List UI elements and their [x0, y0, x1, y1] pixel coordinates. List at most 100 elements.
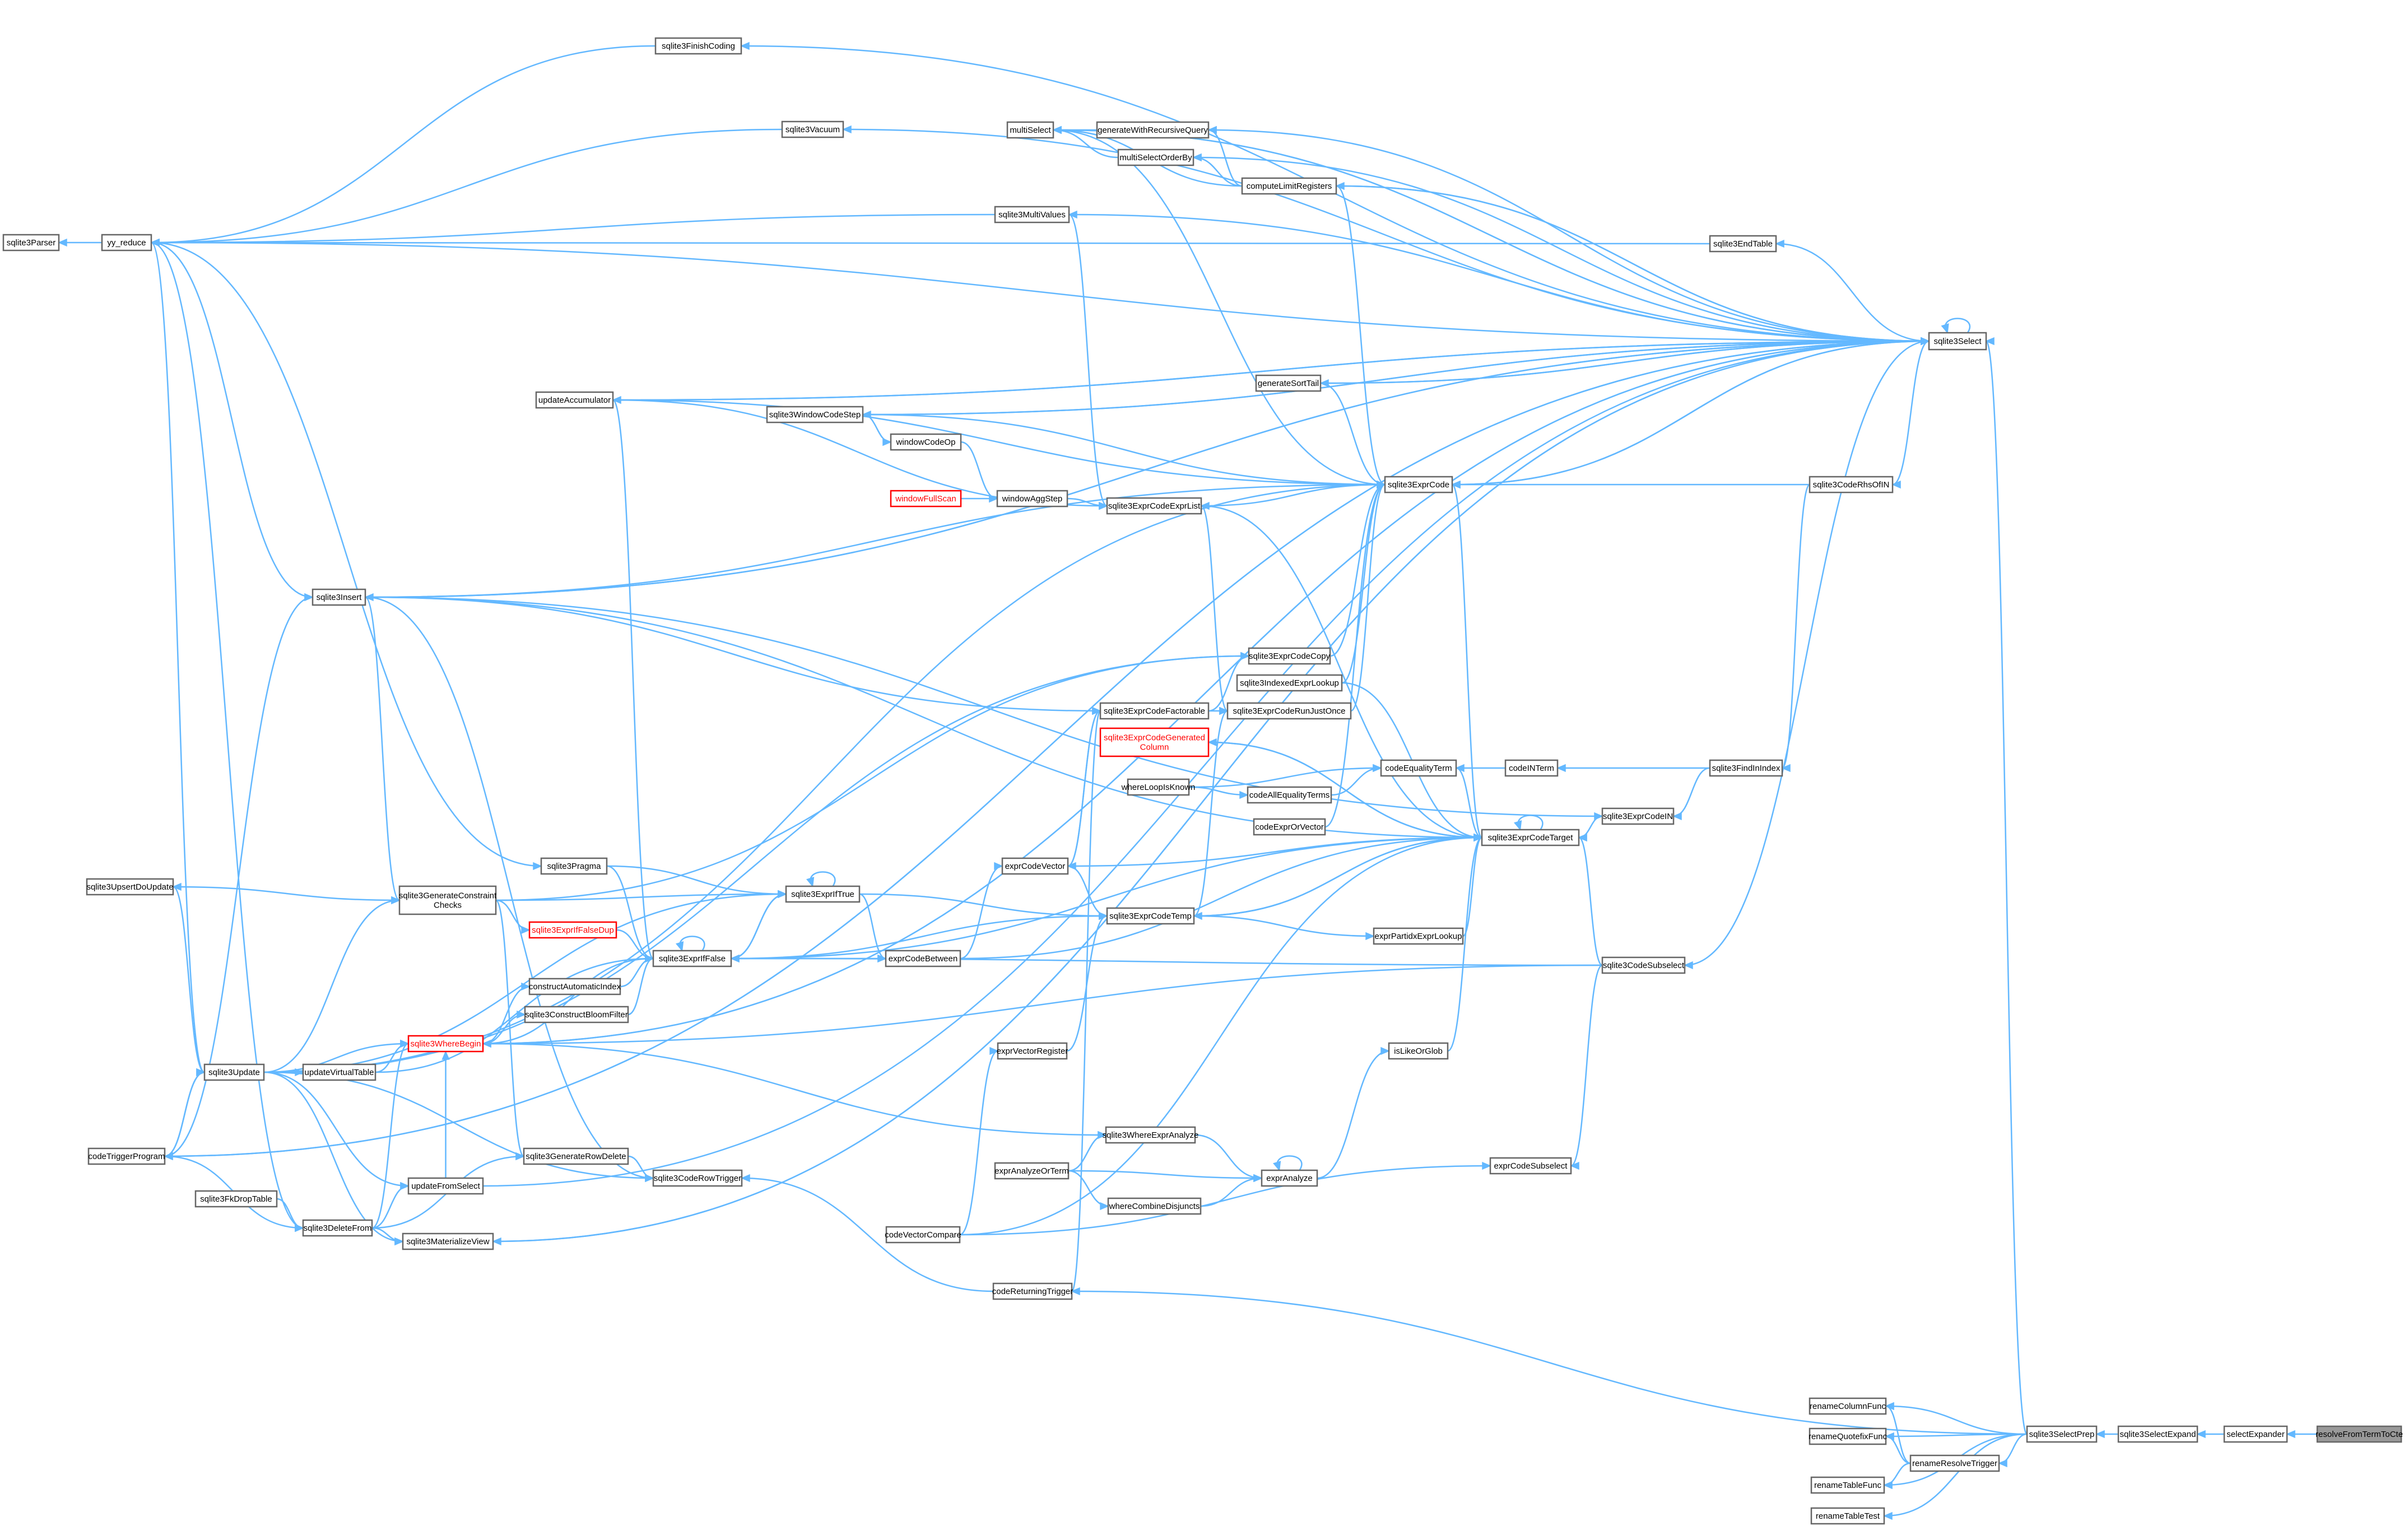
node-sqlite3Vacuum[interactable]: sqlite3Vacuum: [781, 120, 844, 138]
edge-sqlite3ExprIfTrue-to-sqlite3ExprIfTrue: [810, 871, 836, 887]
node-exprAnalyzeOrTerm[interactable]: exprAnalyzeOrTerm: [994, 1162, 1070, 1180]
node-multiSelect[interactable]: multiSelect: [1006, 121, 1054, 139]
node-sqlite3CodeSubselect[interactable]: sqlite3CodeSubselect: [1601, 956, 1686, 974]
arrowhead: [533, 862, 542, 871]
node-sqlite3ExprCodeFactorable[interactable]: sqlite3ExprCodeFactorable: [1099, 702, 1210, 720]
edge-renameResolveTrigger-to-sqlite3SelectPrep: [1998, 1433, 2028, 1464]
node-windowFullScan[interactable]: windowFullScan: [890, 490, 962, 508]
node-box: [203, 1063, 265, 1081]
node-sqlite3ConstructBloomFilter[interactable]: sqlite3ConstructBloomFilter: [524, 1006, 629, 1023]
node-yy_reduce[interactable]: yy_reduce: [101, 234, 152, 252]
node-label: sqlite3GenerateRowDelete: [526, 1152, 626, 1161]
arrowhead: [1071, 1287, 1080, 1296]
node-codeVectorCompare[interactable]: codeVectorCompare: [885, 1226, 961, 1244]
node-updateVirtualTable[interactable]: updateVirtualTable: [302, 1063, 376, 1081]
node-box: [994, 206, 1070, 224]
node-codeReturningTrigger[interactable]: codeReturningTrigger: [992, 1282, 1073, 1300]
node-sqlite3CodeRowTrigger[interactable]: sqlite3CodeRowTrigger: [652, 1169, 743, 1187]
arrowhead: [1239, 790, 1249, 799]
node-updateFromSelect[interactable]: updateFromSelect: [407, 1177, 484, 1195]
node-isLikeOrGlob[interactable]: isLikeOrGlob: [1388, 1042, 1449, 1060]
edge-whereCombineDisjuncts-to-exprAnalyzeOrTerm: [1068, 1170, 1109, 1207]
node-sqlite3WhereExprAnalyze[interactable]: sqlite3WhereExprAnalyze: [1103, 1126, 1199, 1144]
arrowhead: [400, 1039, 410, 1048]
node-renameTableTest[interactable]: renameTableTest: [1810, 1507, 1885, 1525]
node-sqlite3ExprCodeTarget[interactable]: sqlite3ExprCodeTarget: [1481, 829, 1580, 846]
node-sqlite3UpsertDoUpdate[interactable]: sqlite3UpsertDoUpdate: [86, 878, 174, 896]
node-sqlite3ExprIfTrue[interactable]: sqlite3ExprIfTrue: [785, 885, 861, 903]
node-sqlite3MultiValues[interactable]: sqlite3MultiValues: [994, 206, 1070, 224]
node-sqlite3WhereBegin[interactable]: sqlite3WhereBegin: [407, 1035, 484, 1053]
node-exprVectorRegister[interactable]: exprVectorRegister: [997, 1042, 1068, 1060]
node-windowCodeOp[interactable]: windowCodeOp: [890, 433, 962, 451]
node-sqlite3Pragma[interactable]: sqlite3Pragma: [540, 857, 608, 875]
node-label: multiSelectOrderBy: [1119, 153, 1192, 162]
node-exprCodeBetween[interactable]: exprCodeBetween: [885, 950, 961, 967]
node-codeAllEqualityTerms[interactable]: codeAllEqualityTerms: [1247, 786, 1332, 804]
node-generateWithRecursiveQuery[interactable]: generateWithRecursiveQuery: [1096, 121, 1210, 139]
node-windowAggStep[interactable]: windowAggStep: [996, 490, 1068, 508]
node-label: selectExpander: [2226, 1430, 2284, 1439]
node-multiSelectOrderBy[interactable]: multiSelectOrderBy: [1117, 148, 1194, 166]
node-sqlite3WindowCodeStep[interactable]: sqlite3WindowCodeStep: [766, 406, 864, 424]
node-codeINTerm[interactable]: codeINTerm: [1504, 759, 1559, 777]
node-whereCombineDisjuncts[interactable]: whereCombineDisjuncts: [1107, 1197, 1202, 1215]
node-box: [1117, 148, 1194, 166]
node-resolveFromTermToCte[interactable]: resolveFromTermToCte: [2316, 1425, 2403, 1443]
node-sqlite3ExprCodeExprList[interactable]: sqlite3ExprCodeExprList: [1106, 497, 1202, 515]
node-exprPartidxExprLookup[interactable]: exprPartidxExprLookup: [1373, 927, 1464, 945]
node-codeEqualityTerm[interactable]: codeEqualityTerm: [1380, 759, 1457, 777]
node-sqlite3CodeRhsOfIN[interactable]: sqlite3CodeRhsOfIN: [1809, 476, 1894, 494]
node-sqlite3Select[interactable]: sqlite3Select: [1928, 332, 1987, 351]
node-sqlite3ExprCodeCopy[interactable]: sqlite3ExprCodeCopy: [1248, 647, 1331, 665]
node-selectExpander[interactable]: selectExpander: [2223, 1425, 2288, 1443]
node-sqlite3Update[interactable]: sqlite3Update: [203, 1063, 265, 1081]
arrowhead: [1092, 706, 1101, 715]
node-sqlite3FinishCoding[interactable]: sqlite3FinishCoding: [654, 37, 742, 55]
node-sqlite3MaterializeView[interactable]: sqlite3MaterializeView: [402, 1232, 494, 1250]
node-codeTriggerProgram[interactable]: codeTriggerProgram: [87, 1147, 166, 1165]
node-sqlite3SelectPrep[interactable]: sqlite3SelectPrep: [2026, 1425, 2098, 1443]
node-constructAutomaticIndex[interactable]: constructAutomaticIndex: [528, 978, 621, 995]
node-sqlite3SelectExpand[interactable]: sqlite3SelectExpand: [2117, 1425, 2198, 1443]
node-whereLoopIsKnown[interactable]: whereLoopIsKnown: [1121, 778, 1196, 796]
node-computeLimitRegisters[interactable]: computeLimitRegisters: [1241, 177, 1337, 195]
node-codeExprOrVector[interactable]: codeExprOrVector: [1253, 818, 1326, 836]
node-label: exprCodeBetween: [889, 954, 957, 964]
node-sqlite3Insert[interactable]: sqlite3Insert: [312, 588, 366, 606]
node-box: [1709, 759, 1783, 777]
node-sqlite3ExprCode[interactable]: sqlite3ExprCode: [1384, 476, 1453, 494]
edge-sqlite3ExprCodeTarget-to-codeEqualityTerm: [1456, 767, 1482, 839]
node-box: [524, 1006, 629, 1023]
node-renameQuotefixFunc[interactable]: renameQuotefixFunc: [1809, 1427, 1888, 1445]
node-sqlite3ExprCodeTemp[interactable]: sqlite3ExprCodeTemp: [1106, 907, 1195, 925]
node-sqlite3ExprCodeIN[interactable]: sqlite3ExprCodeIN: [1601, 807, 1675, 825]
node-sqlite3FindInIndex[interactable]: sqlite3FindInIndex: [1709, 759, 1783, 777]
node-renameColumnFunc[interactable]: renameColumnFunc: [1809, 1397, 1887, 1415]
node-sqlite3ExprIfFalseDup[interactable]: sqlite3ExprIfFalseDup: [528, 921, 617, 939]
node-sqlite3DeleteFrom[interactable]: sqlite3DeleteFrom: [302, 1219, 373, 1237]
edge-sqlite3Select-to-sqlite3SelectPrep: [1985, 340, 2028, 1435]
arrowhead: [1219, 706, 1229, 715]
node-exprCodeSubselect[interactable]: exprCodeSubselect: [1489, 1157, 1572, 1175]
node-exprAnalyze[interactable]: exprAnalyze: [1261, 1169, 1318, 1187]
node-sqlite3IndexedExprLookup[interactable]: sqlite3IndexedExprLookup: [1236, 674, 1343, 692]
node-sqlite3Parser[interactable]: sqlite3Parser: [2, 234, 60, 252]
node-updateAccumulator[interactable]: updateAccumulator: [535, 391, 614, 409]
node-exprCodeVector[interactable]: exprCodeVector: [1001, 857, 1069, 875]
node-box: [652, 1169, 743, 1187]
node-sqlite3ExprCodeFunctionJustOnce[interactable]: sqlite3ExprCodeRunJustOnce: [1226, 702, 1352, 720]
node-label: sqlite3GenerateConstraint: [399, 891, 497, 901]
node-sqlite3GenerateRowDelete[interactable]: sqlite3GenerateRowDelete: [523, 1147, 629, 1165]
node-label: exprCodeSubselect: [1494, 1161, 1568, 1171]
arrowhead: [842, 125, 852, 134]
node-sqlite3FkDropTable[interactable]: sqlite3FkDropTable: [194, 1190, 278, 1208]
node-sqlite3EndTable[interactable]: sqlite3EndTable: [1709, 235, 1777, 253]
node-generateSortTail[interactable]: generateSortTail: [1255, 374, 1322, 392]
edge-sqlite3Select-to-sqlite3WhereBegin: [482, 340, 1930, 1045]
node-renameTableFunc[interactable]: renameTableFunc: [1810, 1476, 1885, 1494]
node-sqlite3ExprIfFalse[interactable]: sqlite3ExprIfFalse: [652, 950, 732, 967]
node-renameResolveTrigger[interactable]: renameResolveTrigger: [1909, 1454, 2000, 1472]
